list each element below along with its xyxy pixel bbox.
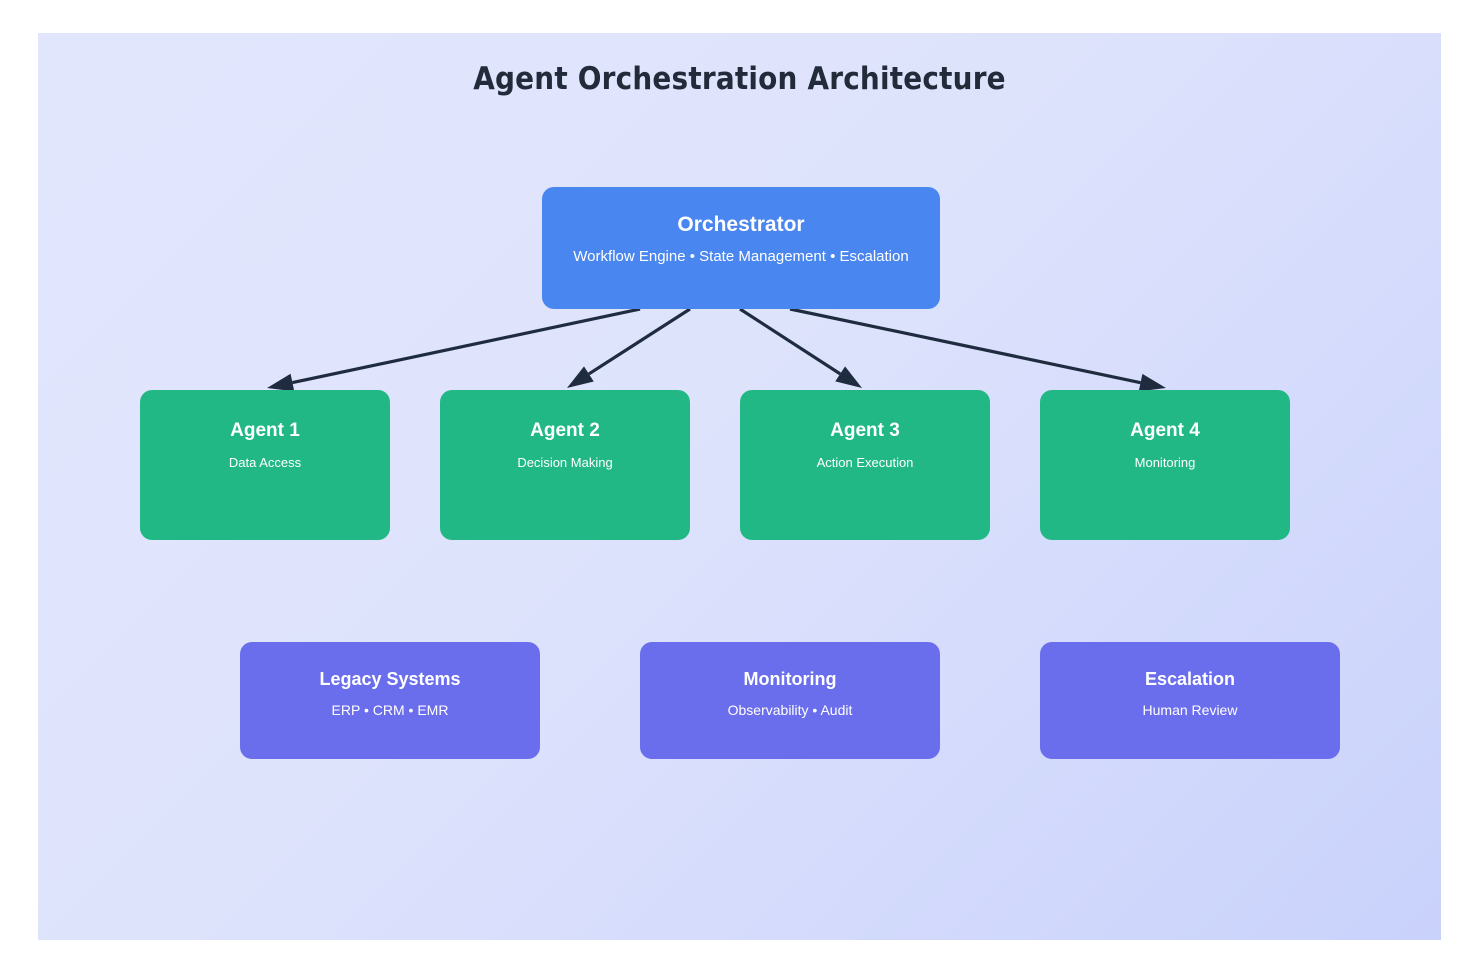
diagram-canvas: Agent Orchestration Architecture Orchest…: [38, 33, 1441, 940]
node-service-3-subtitle: Human Review: [1142, 702, 1238, 718]
node-agent-1-title: Agent 1: [230, 420, 300, 441]
node-agent-4-subtitle: Monitoring: [1134, 455, 1196, 470]
node-service-1-subtitle: ERP • CRM • EMR: [331, 702, 449, 718]
node-agent-3-subtitle: Action Execution: [816, 455, 914, 470]
connector-arrow-1: [267, 307, 641, 392]
connector-arrow-2: [567, 307, 691, 388]
node-agent-3[interactable]: Agent 3 Action Execution: [740, 390, 990, 540]
node-service-3-title: Escalation: [1144, 669, 1236, 689]
node-agent-2-subtitle: Decision Making: [517, 455, 613, 470]
node-agent-2-title: Agent 2: [530, 420, 600, 441]
node-agent-1[interactable]: Agent 1 Data Access: [140, 390, 390, 540]
node-agent-3-title: Agent 3: [830, 420, 900, 441]
node-service-2-subtitle: Observability • Audit: [727, 702, 853, 718]
node-orchestrator-subtitle: Workflow Engine • State Management • Esc…: [573, 248, 909, 265]
node-agent-4[interactable]: Agent 4 Monitoring: [1040, 390, 1290, 540]
node-orchestrator-title: Orchestrator: [677, 213, 805, 236]
connector-arrow-4: [789, 307, 1166, 392]
node-agent-2[interactable]: Agent 2 Decision Making: [440, 390, 690, 540]
page-title: Agent Orchestration Architecture: [473, 61, 1006, 97]
node-agent-1-subtitle: Data Access: [228, 455, 302, 470]
node-service-2-title: Monitoring: [743, 669, 837, 689]
node-service-1-title: Legacy Systems: [319, 669, 461, 689]
node-agent-4-title: Agent 4: [1130, 420, 1200, 441]
connector-arrow-3: [739, 307, 862, 388]
